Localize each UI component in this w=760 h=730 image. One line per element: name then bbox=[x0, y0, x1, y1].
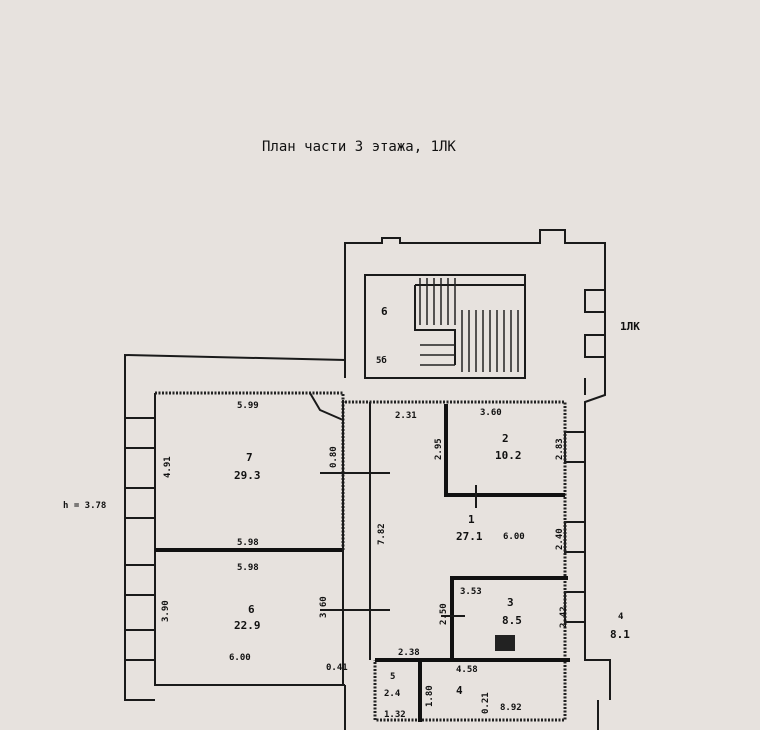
stairwell-block: 6 5б 2.31 1ЛК bbox=[344, 229, 640, 421]
room-2: 2 10.2 3.60 2.95 2.83 bbox=[434, 404, 565, 508]
outer-walls bbox=[124, 353, 611, 730]
stairwell-dim: 2.31 bbox=[395, 411, 417, 421]
room-6-number: 6 bbox=[248, 603, 255, 616]
room-7-area: 29.3 bbox=[234, 469, 261, 482]
room-6-corner-dim: 0.41 bbox=[326, 663, 348, 673]
room-3-area: 8.5 bbox=[502, 614, 522, 627]
room-2-left-dim: 2.95 bbox=[434, 438, 444, 460]
room-4: 4.58 4 8.92 0.21 bbox=[375, 658, 570, 722]
room-1-height-dim: 7.82 bbox=[377, 523, 387, 545]
room-2-number: 2 bbox=[502, 432, 509, 445]
stove-icon bbox=[495, 635, 515, 651]
room-6: 6 22.9 5.98 6.00 3.90 3.60 0.41 bbox=[161, 563, 348, 673]
ceiling-height: h = 3.78 bbox=[63, 501, 106, 511]
room-3-top-dim: 3.53 bbox=[460, 587, 482, 597]
room-3-right-dim: 2.42 bbox=[559, 606, 569, 628]
room-5-area: 2.4 bbox=[384, 689, 401, 699]
room-4-outside-area: 8.1 bbox=[610, 628, 630, 641]
room-1-area: 27.1 bbox=[456, 530, 483, 543]
room-1-number: 1 bbox=[468, 513, 475, 526]
stairwell-number: 6 bbox=[381, 305, 388, 318]
room-2-area: 10.2 bbox=[495, 449, 522, 462]
room-6-right-dim: 3.60 bbox=[319, 596, 329, 618]
room-4-area: 8.92 bbox=[500, 703, 522, 713]
stairwell-area: 5б bbox=[376, 355, 387, 366]
room-6-top-dim: 5.98 bbox=[237, 563, 259, 573]
room-4-top-dim: 4.58 bbox=[456, 665, 478, 675]
room-6-bottom-dim: 6.00 bbox=[229, 653, 251, 663]
room-7-number: 7 bbox=[246, 451, 253, 464]
room-7-side-dim: 4.91 bbox=[163, 456, 173, 478]
room-1: 1 27.1 6.00 7.82 2.40 bbox=[320, 400, 567, 722]
stair-label: 1ЛК bbox=[620, 320, 640, 333]
room-1-right-dim: 2.40 bbox=[555, 528, 565, 550]
room-4-outside-number: 4 bbox=[618, 612, 624, 622]
plan-title: План части 3 этажа, 1ЛК bbox=[262, 139, 456, 155]
room-3-number: 3 bbox=[507, 596, 514, 609]
room-5-top-dim: 2.38 bbox=[398, 648, 420, 658]
room-7-door-dim: 0.80 bbox=[329, 446, 339, 468]
room-6-area: 22.9 bbox=[234, 619, 261, 632]
room-2-right-dim: 2.83 bbox=[555, 438, 565, 460]
room-7: 7 29.3 5.99 5.98 4.91 0.80 bbox=[155, 391, 345, 552]
room-5-number: 5 bbox=[390, 672, 395, 682]
room-4-number: 4 bbox=[456, 684, 463, 697]
room-4-side-dim: 0.21 bbox=[481, 692, 491, 714]
room-5: 5 2.4 1.32 1.80 2.38 bbox=[384, 648, 435, 720]
room-5-right-dim: 1.80 bbox=[425, 685, 435, 707]
room-3-left-dim: 2.50 bbox=[439, 603, 449, 625]
room-1-width-dim: 6.00 bbox=[503, 532, 525, 542]
room-7-bottom-dim: 5.98 bbox=[237, 538, 259, 548]
room-4-outside: 4 8.1 bbox=[610, 612, 630, 641]
room-7-top-dim: 5.99 bbox=[237, 401, 259, 411]
room-5-bottom-dim: 1.32 bbox=[384, 710, 406, 720]
room-2-top-dim: 3.60 bbox=[480, 408, 502, 418]
room-6-left-dim: 3.90 bbox=[161, 600, 171, 622]
room-3: 3 8.5 3.53 2.50 2.42 bbox=[439, 576, 569, 658]
stair-steps bbox=[419, 278, 519, 372]
